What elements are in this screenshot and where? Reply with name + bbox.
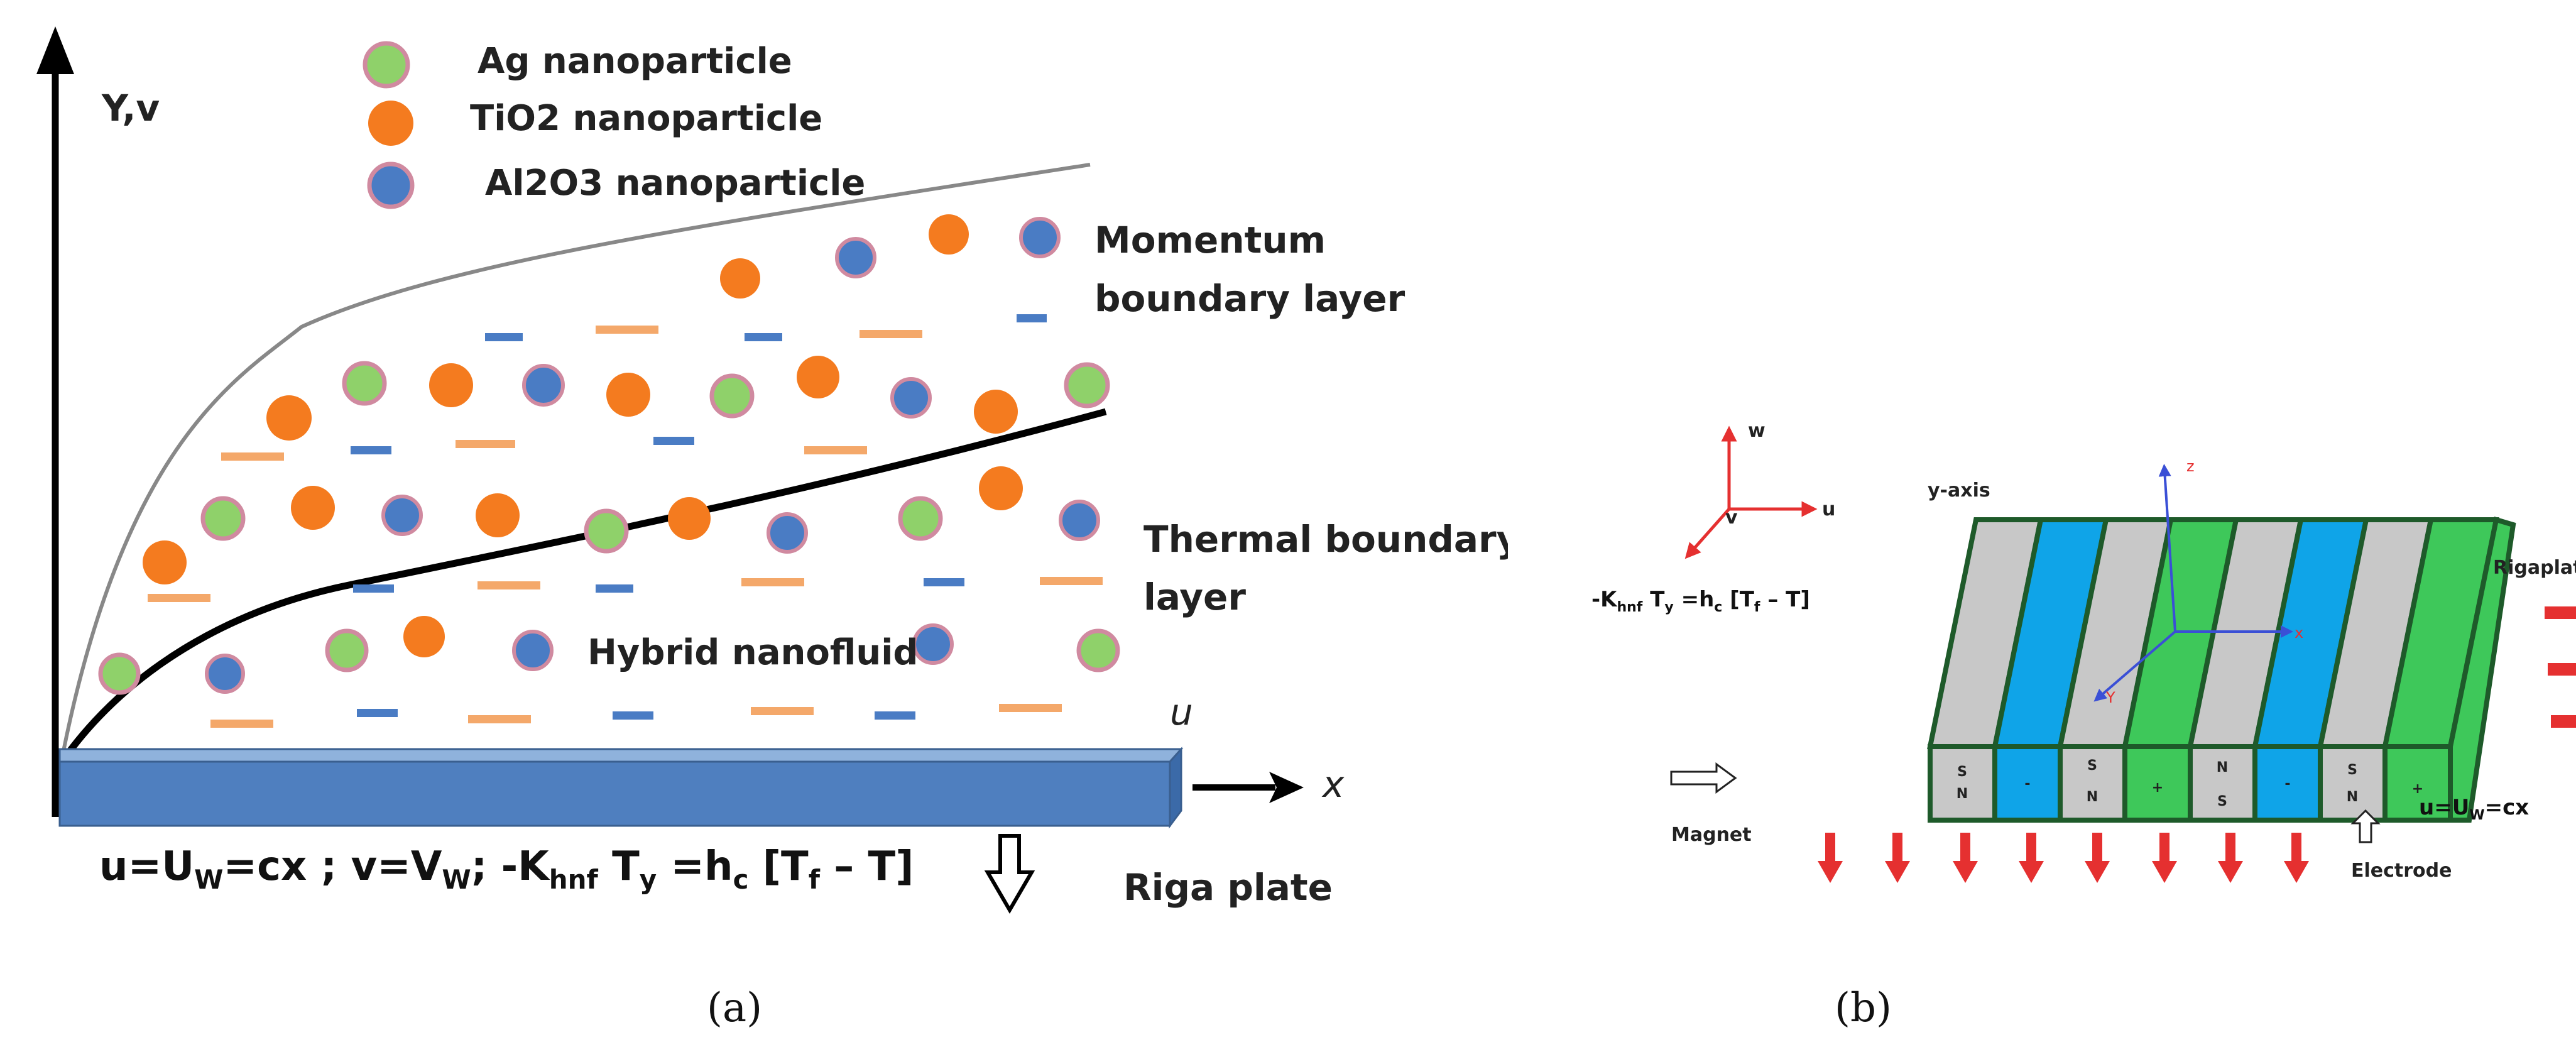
al2o3-particle xyxy=(767,512,808,554)
al2o3-particle xyxy=(205,654,245,694)
riga-plate xyxy=(58,747,1184,829)
tio2-particle xyxy=(797,356,839,398)
panel-a-caption: (a) xyxy=(707,985,762,1031)
u-label: u xyxy=(1170,691,1193,733)
panel-a-boundary-condition: u=UW=cx ; v=VW; -Khnf Ty =hc [Tf – T] xyxy=(99,843,914,895)
face-label: + xyxy=(2412,781,2423,797)
thermal-label-line2: layer xyxy=(1143,576,1246,618)
panel-b-caption: (b) xyxy=(1835,985,1892,1031)
ag-particle xyxy=(584,508,629,554)
legend-tio2-marker xyxy=(368,101,413,146)
tio2-particle xyxy=(291,486,335,530)
panel-b: w u v y-axis -Khnf Ty =hc [Tf – T] S N -… xyxy=(1508,0,2576,1044)
legend-al2o3-label: Al2O3 nanoparticle xyxy=(485,163,865,204)
thermal-boundary-curve xyxy=(60,408,1107,763)
x-axis-arrowhead xyxy=(1269,772,1304,803)
face-label: - xyxy=(2284,776,2290,792)
face-label: S xyxy=(2217,794,2227,809)
ag-particle xyxy=(325,628,369,672)
al2o3-particle xyxy=(1059,500,1100,541)
tio2-particle xyxy=(668,497,711,540)
ag-particle xyxy=(709,373,755,419)
electrode-arrow xyxy=(2350,809,2381,843)
axis-v-label: v xyxy=(1725,507,1738,529)
tio2-particle xyxy=(476,493,520,537)
al2o3-particle xyxy=(1019,217,1061,258)
ag-particle xyxy=(98,652,141,695)
al2o3-particle xyxy=(912,623,954,665)
front-face-labels: S N - S N + N S - S N + xyxy=(1957,758,2423,809)
ag-particle xyxy=(898,496,943,541)
y-axis-label: Y,v xyxy=(101,87,160,129)
panel-a: Y,v Ag nanoparticle TiO2 nanoparticle Al… xyxy=(36,26,1520,1031)
face-label: N xyxy=(2087,789,2098,805)
ag-particle xyxy=(342,361,387,406)
al2o3-particle xyxy=(835,237,876,278)
electrode-label: Electrode xyxy=(2351,860,2452,882)
riga-plate-front-face xyxy=(1928,744,2453,823)
tio2-particle xyxy=(403,616,445,657)
tio2-particle xyxy=(979,466,1023,510)
legend-ag-marker xyxy=(363,41,410,89)
rigaplate-flow-arrows xyxy=(2545,606,2576,728)
face-label: + xyxy=(2152,780,2163,796)
axis-z-label: z xyxy=(2186,458,2195,475)
x-axis-label: x xyxy=(1321,763,1345,806)
panel-b-boundary-condition: -Khnf Ty =hc [Tf – T] xyxy=(1591,587,1810,615)
wall-velocity-label: u=UW=cx xyxy=(2419,795,2529,823)
tio2-particle xyxy=(143,540,187,584)
al2o3-particle xyxy=(522,364,565,407)
riga-plate-side-face xyxy=(2448,516,2516,823)
face-label: - xyxy=(2024,776,2030,792)
fluid-dashes xyxy=(148,314,1103,728)
legend: Ag nanoparticle TiO2 nanoparticle Al2O3 … xyxy=(363,41,865,209)
face-label: N xyxy=(2347,789,2358,805)
momentum-boundary-curve xyxy=(61,163,1091,755)
face-label: S xyxy=(2087,758,2097,774)
face-label: S xyxy=(1957,764,1967,780)
axis-w-label: w xyxy=(1748,420,1766,442)
ag-particle xyxy=(1076,628,1120,672)
thermal-label-line1: Thermal boundary xyxy=(1143,518,1508,561)
tio2-particle xyxy=(929,214,969,255)
y-axis-arrowhead xyxy=(36,26,74,74)
al2o3-particle xyxy=(890,377,932,419)
al2o3-particle xyxy=(381,495,423,536)
axis-y-label: Y xyxy=(2105,689,2115,706)
tio2-particle xyxy=(974,390,1018,434)
legend-tio2-label: TiO2 nanoparticle xyxy=(470,98,822,139)
axis-x-label: x xyxy=(2295,624,2303,642)
magnet-label: Magnet xyxy=(1671,824,1752,846)
tio2-particle xyxy=(429,363,473,407)
tio2-particle xyxy=(720,258,760,299)
riga-plate-top-face xyxy=(1927,517,2499,749)
ag-particle xyxy=(1064,362,1110,408)
magnet-arrow xyxy=(1670,762,1737,794)
nanoparticles xyxy=(98,214,1120,695)
tio2-particle xyxy=(606,373,650,417)
y-axis-caption: y-axis xyxy=(1928,480,1990,502)
face-label: N xyxy=(2217,760,2228,776)
tio2-particle xyxy=(266,395,312,441)
downward-force-arrows xyxy=(1818,833,2309,883)
momentum-label-line1: Momentum xyxy=(1094,219,1326,261)
panel-a-diagram: Y,v Ag nanoparticle TiO2 nanoparticle Al… xyxy=(36,26,1520,1031)
panel-b-diagram: w u v y-axis -Khnf Ty =hc [Tf – T] S N -… xyxy=(1591,420,2576,1031)
plate-axes: z x Y xyxy=(2093,458,2303,706)
legend-al2o3-marker xyxy=(367,162,415,209)
al2o3-particle xyxy=(512,630,554,671)
momentum-label-line2: boundary layer xyxy=(1094,277,1405,320)
face-label: N xyxy=(1957,786,1968,802)
riga-plate-label: Riga plate xyxy=(1123,866,1333,909)
reference-axes: w u v xyxy=(1684,420,1835,559)
hybrid-nanofluid-label: Hybrid nanofluid xyxy=(587,632,919,673)
ag-particle xyxy=(200,496,246,541)
axis-u-label: u xyxy=(1822,498,1835,520)
face-label: S xyxy=(2347,762,2357,778)
wall-flux-arrow xyxy=(984,834,1035,914)
legend-ag-label: Ag nanoparticle xyxy=(478,41,792,82)
